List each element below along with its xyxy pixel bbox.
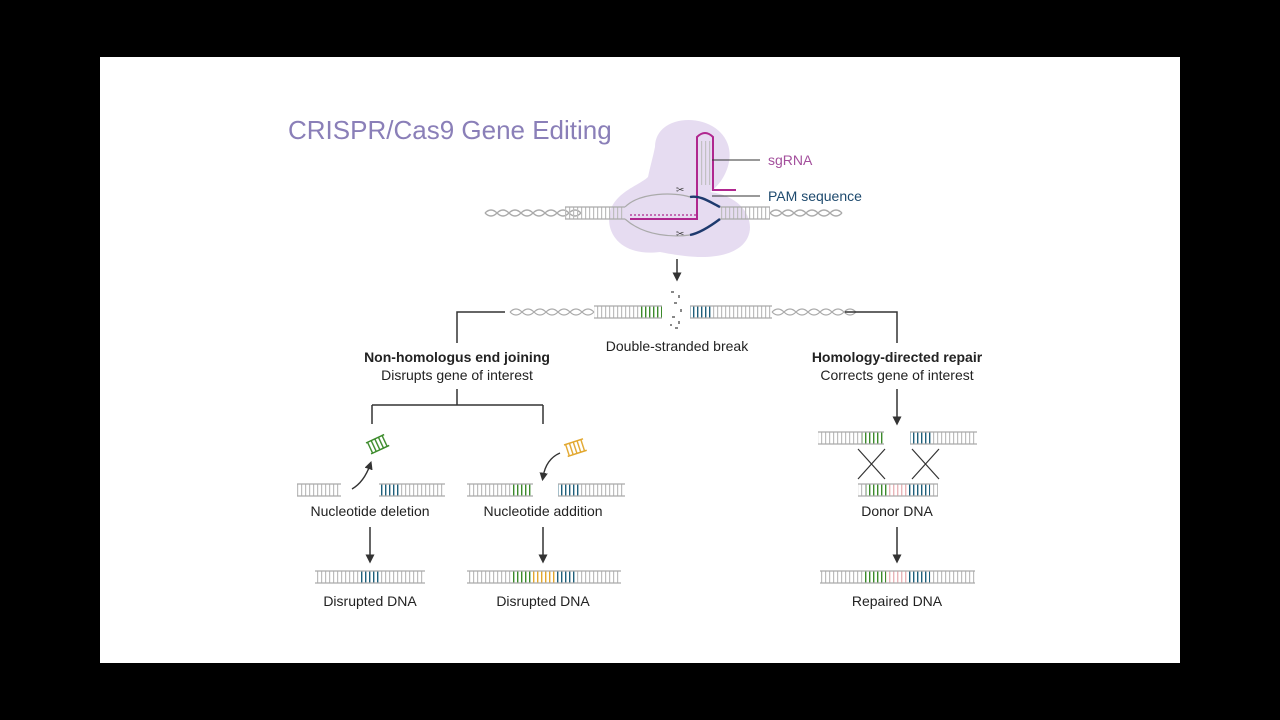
- nhej-title: Non-homologus end joining: [364, 349, 550, 365]
- nhej-subtitle: Disrupts gene of interest: [381, 367, 533, 383]
- dsb-label: Double-stranded break: [606, 338, 749, 354]
- donor-dna: [858, 483, 938, 497]
- dna-ladder-left: [565, 207, 625, 219]
- disrupted-dna-1: [315, 570, 425, 584]
- pam-label: PAM sequence: [768, 188, 862, 204]
- inserted-fragment: [563, 438, 587, 458]
- deletion-dna: [297, 433, 445, 497]
- break-fragments: [670, 291, 682, 329]
- broken-dna: [509, 291, 857, 329]
- hdr-title: Homology-directed repair: [812, 349, 983, 365]
- hdr-broken-dna: [818, 431, 977, 480]
- pam-strand: [689, 195, 721, 237]
- hdr-subtitle: Corrects gene of interest: [820, 367, 973, 383]
- sgrna-strand: [630, 132, 736, 220]
- connector-nhej: [456, 311, 505, 343]
- repaired-dna: [820, 570, 975, 584]
- crispr-diagram: CRISPR/Cas9 Gene Editing ✂ ✂ sgRNA PAM s…: [288, 115, 983, 609]
- connector-hdr: [845, 311, 898, 343]
- disrupted-dna-2: [467, 570, 621, 584]
- repaired-label: Repaired DNA: [852, 593, 943, 609]
- disrupted-label-1: Disrupted DNA: [323, 593, 417, 609]
- nhej-split-connector: [371, 389, 544, 424]
- disrupted-label-2: Disrupted DNA: [496, 593, 590, 609]
- deleted-fragment: [365, 433, 390, 455]
- page-title: CRISPR/Cas9 Gene Editing: [288, 115, 612, 145]
- slide: CRISPR/Cas9 Gene Editing ✂ ✂ sgRNA PAM s…: [100, 57, 1180, 663]
- addition-label: Nucleotide addition: [483, 503, 602, 519]
- scissors-icon-bottom: ✂: [676, 229, 684, 240]
- addition-dna: [467, 438, 625, 497]
- deletion-label: Nucleotide deletion: [310, 503, 429, 519]
- sgrna-label: sgRNA: [768, 152, 813, 168]
- cas9-complex: ✂ ✂: [484, 120, 843, 257]
- scissors-icon-top: ✂: [676, 185, 684, 196]
- donor-label: Donor DNA: [861, 503, 933, 519]
- dna-ladder-right: [720, 207, 770, 219]
